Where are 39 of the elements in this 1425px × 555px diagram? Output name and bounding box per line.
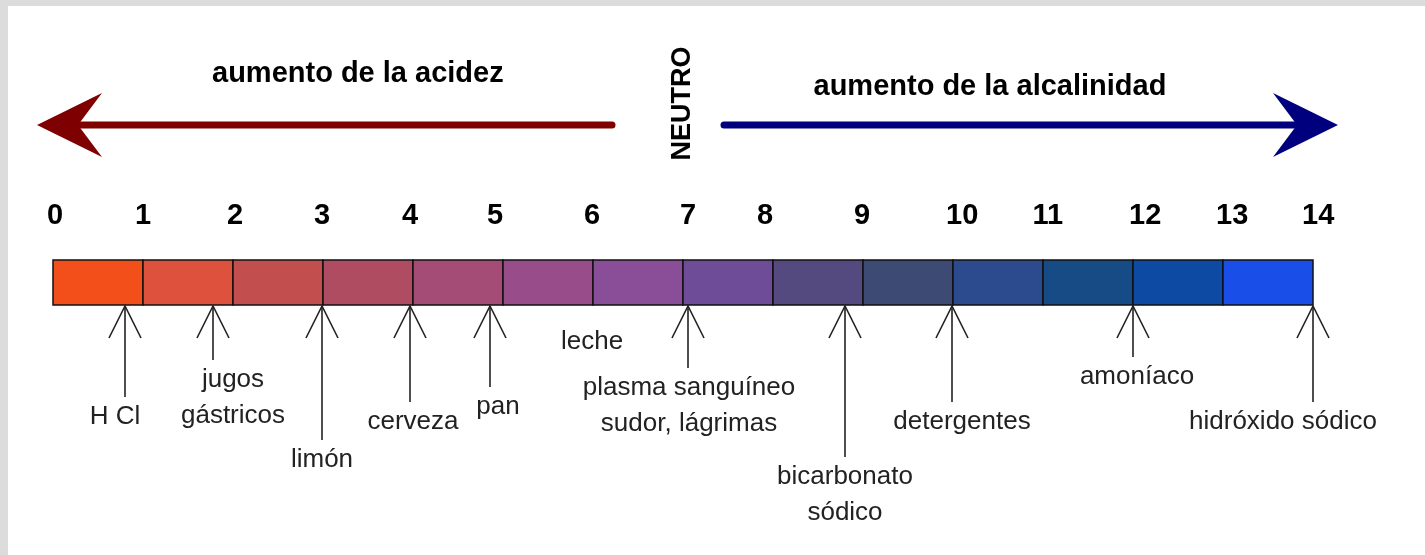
leader-arrow [393, 305, 427, 403]
tick-label: 2 [227, 197, 244, 231]
tick-label: 7 [680, 197, 697, 231]
tick-label: 0 [47, 197, 64, 231]
leader-arrow [671, 305, 705, 369]
substance-label: pan [468, 387, 528, 423]
tick-label: 10 [946, 197, 979, 231]
substance-label: hidróxido sódico [1160, 402, 1406, 438]
substance-label: plasma sanguíneo sudor, lágrimas [555, 368, 823, 440]
leader-arrow [305, 305, 339, 441]
leader-arrow [828, 305, 862, 458]
leader-arrow [108, 305, 142, 398]
tick-label: 4 [402, 197, 419, 231]
leader-arrow [1116, 305, 1150, 358]
leader-arrow [935, 305, 969, 403]
substance-label: bicarbonato sódico [750, 457, 940, 529]
substance-label: H Cl [75, 397, 155, 433]
substance-label: limón [280, 440, 364, 476]
substance-label: detergentes [872, 402, 1052, 438]
leader-arrow [1296, 305, 1330, 403]
tick-label: 6 [584, 197, 601, 231]
leader-arrow [196, 305, 230, 361]
leader-arrow [473, 305, 507, 388]
tick-label: 12 [1129, 197, 1162, 231]
heading: NEUTRO [665, 46, 697, 160]
tick-label: 8 [757, 197, 774, 231]
substance-label: cerveza [357, 402, 469, 438]
substance-label: amoníaco [1062, 357, 1212, 393]
tick-label: 5 [487, 197, 504, 231]
heading: aumento de la acidez [212, 55, 504, 89]
tick-label: 13 [1216, 197, 1249, 231]
substance-label: leche [561, 324, 624, 356]
ph-scale-bar [52, 259, 1314, 306]
tick-label: 3 [314, 197, 331, 231]
tick-label: 11 [1032, 197, 1064, 231]
tick-label: 14 [1302, 197, 1335, 231]
tick-label: 1 [135, 197, 152, 231]
heading: aumento de la alcalinidad [813, 68, 1167, 102]
tick-label: 9 [854, 197, 871, 231]
